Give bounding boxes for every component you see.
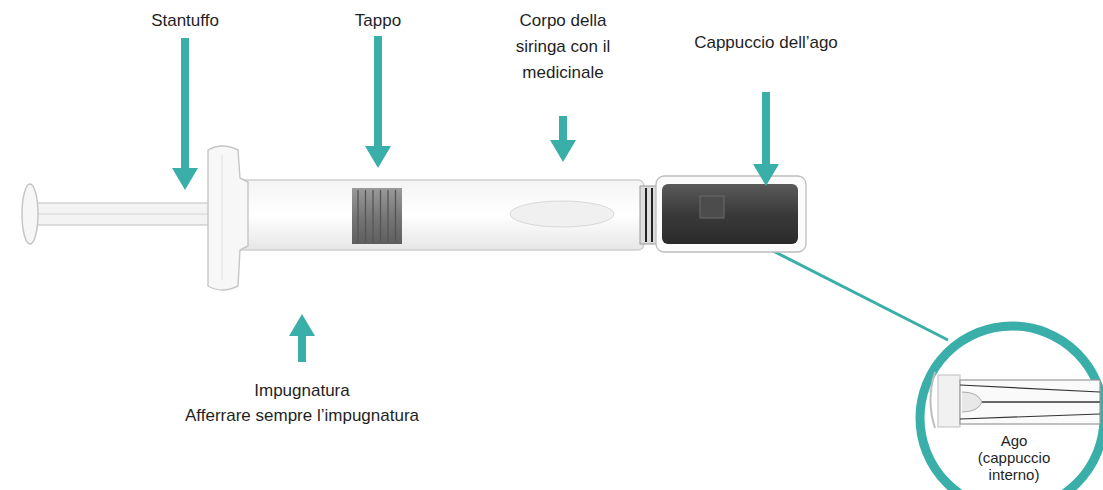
stopper bbox=[352, 188, 402, 244]
part-label: Tappo bbox=[328, 8, 428, 34]
pointer-arrows bbox=[172, 36, 779, 362]
pointer-arrow bbox=[753, 92, 779, 186]
part-label: Stantuffo bbox=[115, 8, 255, 34]
needle-cap-outer bbox=[656, 176, 806, 252]
finger-flange bbox=[208, 146, 248, 290]
magnifier-circle bbox=[920, 326, 1103, 490]
barrel-window bbox=[510, 201, 614, 227]
needle-cap bbox=[662, 184, 798, 244]
syringe-barrel bbox=[232, 180, 644, 250]
pointer-arrow bbox=[172, 38, 198, 190]
pointer-arrow bbox=[365, 36, 391, 168]
pointer-arrow bbox=[289, 314, 315, 362]
instruction-note: Afferrare sempre l’impugnatura bbox=[162, 403, 442, 429]
needle-detail bbox=[931, 372, 1101, 428]
plunger-disc bbox=[22, 184, 38, 244]
part-label: Corpo della siringa con il medicinale bbox=[497, 8, 629, 86]
part-label: Cappuccio dell’ago bbox=[666, 30, 866, 56]
plunger-rod bbox=[34, 203, 214, 225]
pointer-arrow bbox=[550, 116, 576, 162]
part-label: Ago (cappuccio interno) bbox=[964, 432, 1064, 483]
part-label: Impugnatura bbox=[222, 378, 382, 404]
